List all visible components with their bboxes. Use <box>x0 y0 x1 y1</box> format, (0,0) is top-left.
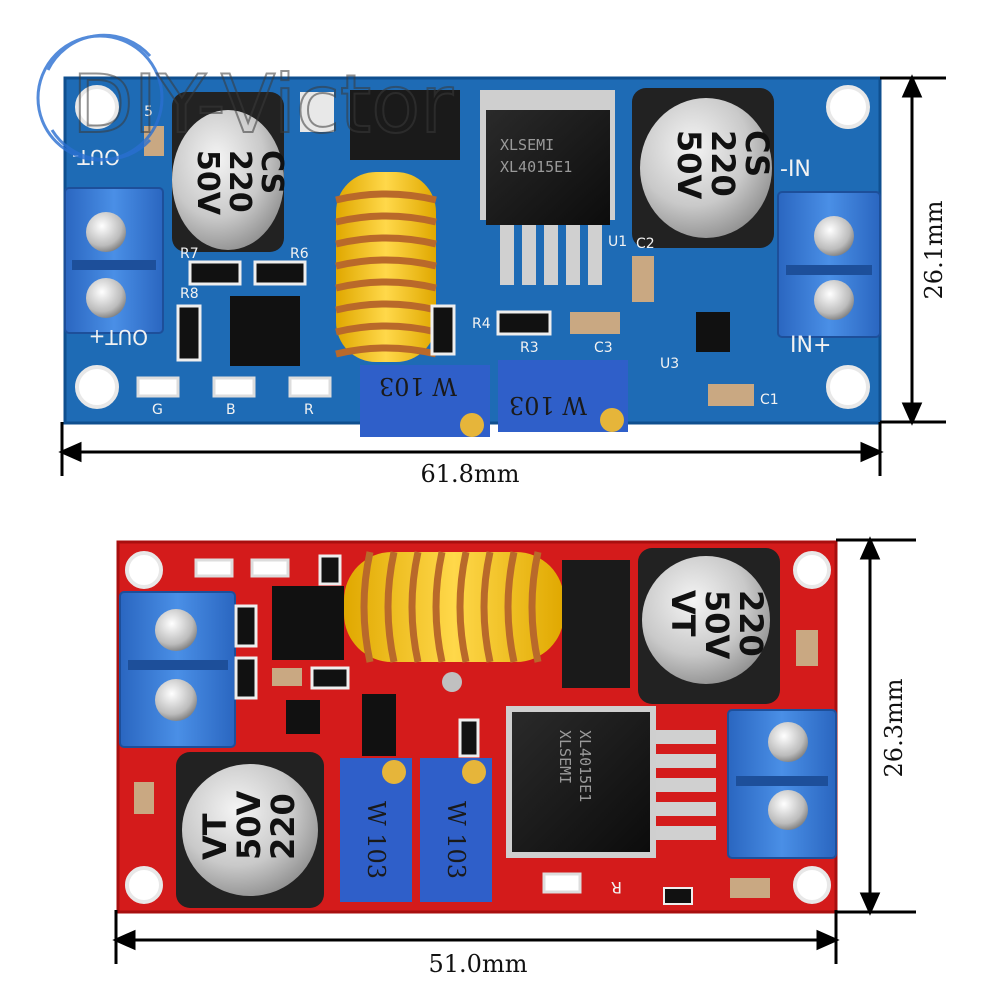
svg-text:C3: C3 <box>594 340 613 356</box>
screw-icon <box>768 790 808 830</box>
potentiometer-right: W 103 <box>498 360 628 432</box>
top-height-label: 26.1mm <box>920 200 948 299</box>
svg-text:50V: 50V <box>698 590 736 660</box>
svg-text:OUT+: OUT+ <box>89 325 148 349</box>
regulator-chip: XLSEMI XL4015E1 <box>480 90 615 285</box>
svg-text:R: R <box>304 402 314 418</box>
svg-text:50V: 50V <box>670 130 708 200</box>
smd-components <box>144 126 754 406</box>
smd-components <box>134 554 818 905</box>
screw-icon <box>155 679 197 721</box>
svg-text:220: 220 <box>732 590 770 657</box>
led-label-r: R <box>611 878 622 897</box>
watermark: DIY-Victor <box>36 33 454 162</box>
svg-text:VT: VT <box>664 590 702 637</box>
svg-text:220: 220 <box>264 793 302 860</box>
svg-text:XL4015E1: XL4015E1 <box>576 730 594 802</box>
svg-text:G: G <box>152 402 163 418</box>
svg-text:-IN: -IN <box>780 157 811 182</box>
svg-text:W 103: W 103 <box>379 372 457 400</box>
bottom-height-dimension <box>836 536 916 916</box>
toroid-inductor <box>344 551 564 692</box>
svg-text:VT: VT <box>196 813 234 860</box>
electrolytic-capacitor-top: 220 50V VT <box>638 548 780 704</box>
output-terminal-block <box>64 187 164 334</box>
svg-text:50V: 50V <box>190 150 225 216</box>
svg-text:U3: U3 <box>660 356 679 372</box>
op-amp-chip <box>272 586 344 660</box>
schottky-diode <box>350 90 460 160</box>
screw-icon <box>86 212 126 252</box>
screw-icon <box>86 278 126 318</box>
potentiometer-left: W 103 <box>340 758 412 902</box>
screw-icon <box>814 280 854 320</box>
screw-icon <box>155 609 197 651</box>
potentiometer-right: W 103 <box>420 758 492 902</box>
svg-text:CS: CS <box>738 130 776 177</box>
svg-text:C1: C1 <box>760 392 779 408</box>
svg-text:R7: R7 <box>180 246 199 262</box>
regulator-chip: XLSEMI XL4015E1 <box>506 706 716 858</box>
status-leds <box>136 376 332 398</box>
schottky-diode <box>562 560 630 688</box>
op-amp-chip <box>230 296 300 366</box>
status-leds <box>194 558 582 894</box>
watermark-logo-icon <box>36 33 164 162</box>
top-width-dimension <box>58 422 884 476</box>
bottom-width-label: 51.0mm <box>429 950 528 978</box>
svg-text:XLSEMI: XLSEMI <box>500 136 554 154</box>
mounting-holes <box>75 85 870 409</box>
blue-board: CS 220 50V CS 220 50V <box>63 76 882 437</box>
svg-text:CS: CS <box>254 150 289 194</box>
potentiometer-left: W 103 <box>360 365 490 437</box>
svg-text:R8: R8 <box>180 286 199 302</box>
input-terminal-block <box>727 709 837 859</box>
electrolytic-capacitor-bottom: VT 50V 220 <box>176 752 324 908</box>
svg-text:R6: R6 <box>290 246 309 262</box>
red-board: 220 50V VT VT 50V 220 <box>116 540 838 914</box>
svg-text:220: 220 <box>222 150 257 213</box>
svg-text:50V: 50V <box>230 790 268 860</box>
svg-text:R4: R4 <box>472 316 491 332</box>
toroid-inductor <box>335 172 437 362</box>
output-terminal-block <box>119 591 236 748</box>
bottom-height-label: 26.3mm <box>880 678 908 777</box>
screw-icon <box>768 722 808 762</box>
svg-text:B: B <box>226 402 236 418</box>
svg-text:W 103: W 103 <box>362 801 390 879</box>
input-terminal-block <box>777 191 881 338</box>
svg-text:220: 220 <box>704 130 742 197</box>
svg-text:W 103: W 103 <box>442 801 470 879</box>
svg-text:5: 5 <box>144 104 153 120</box>
top-height-dimension <box>880 74 946 426</box>
silkscreen-labels: OUT- OUT+ -IN IN+ R7 R6 R8 R4 R3 C2 C3 C… <box>72 104 831 418</box>
mounting-holes <box>125 551 831 904</box>
screw-icon <box>814 216 854 256</box>
svg-text:XLSEMI: XLSEMI <box>556 730 574 784</box>
electrolytic-capacitor-left: CS 220 50V <box>172 92 289 252</box>
bottom-width-dimension <box>112 910 840 964</box>
svg-text:W 103: W 103 <box>509 391 587 419</box>
watermark-text: DIY-Victor <box>72 58 453 151</box>
svg-text:R3: R3 <box>520 340 539 356</box>
svg-text:IN+: IN+ <box>790 333 831 358</box>
electrolytic-capacitor-right: CS 220 50V <box>632 88 776 248</box>
svg-text:C2: C2 <box>636 236 655 252</box>
svg-text:U1: U1 <box>608 234 627 250</box>
svg-text:XL4015E1: XL4015E1 <box>500 158 572 176</box>
top-width-label: 61.8mm <box>421 460 520 488</box>
